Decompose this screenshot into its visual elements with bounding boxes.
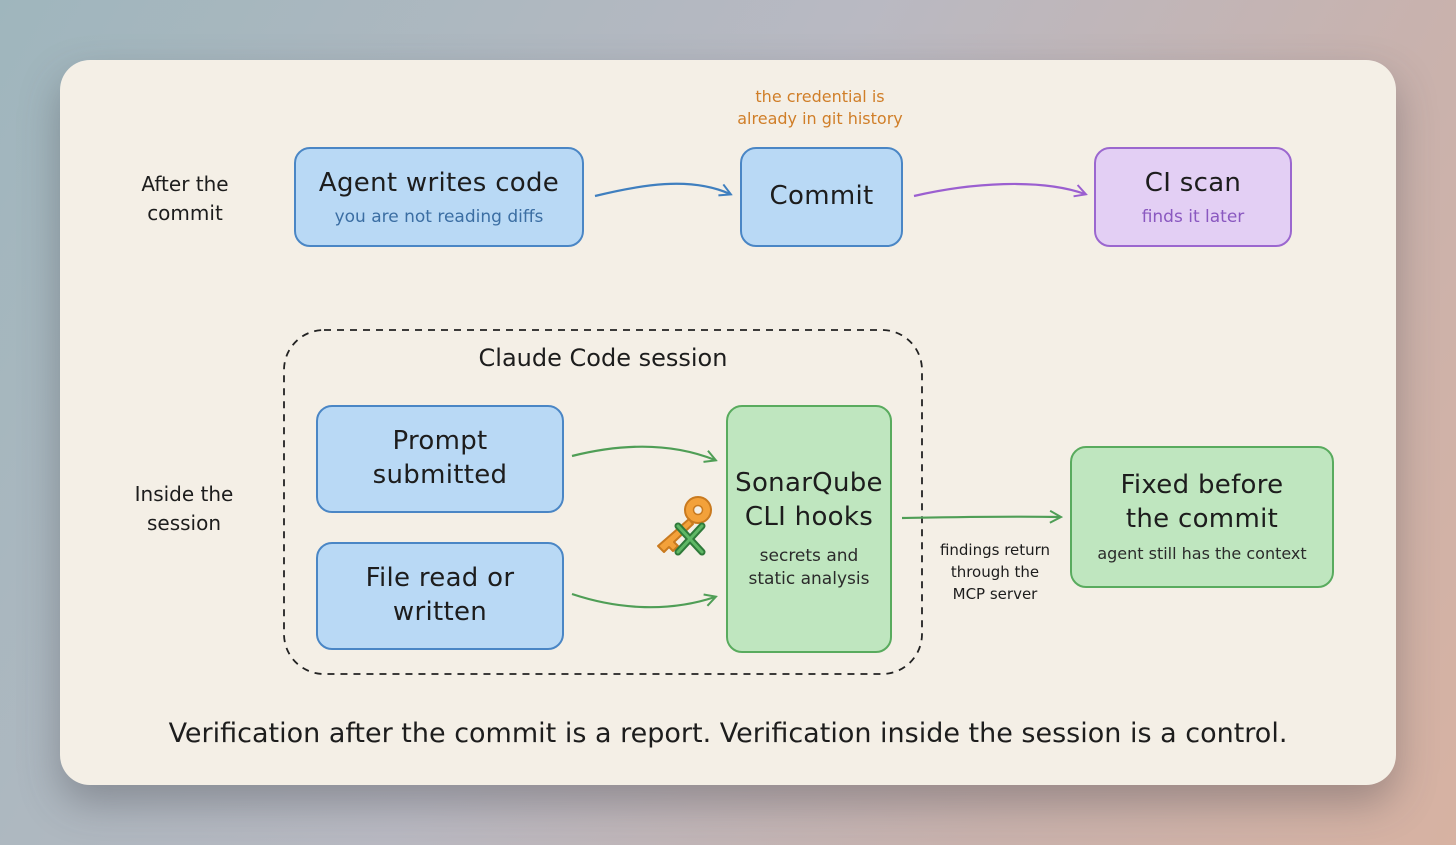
fixed-box-title: Fixed before the commit: [1120, 470, 1284, 535]
row-label-inside-session: Inside the session: [134, 482, 234, 535]
hooks-box-title: SonarQube CLI hooks: [735, 468, 883, 533]
diagram-caption: Verification after the commit is a repor…: [168, 718, 1288, 749]
sonarqube-hooks-box: SonarQube CLI hooks secrets and static a…: [726, 405, 892, 653]
file-read-written-box: File read or written: [316, 542, 564, 650]
row-label-after-commit: After the commit: [141, 172, 229, 225]
agent-box-subtitle: you are not reading diffs: [334, 206, 544, 227]
findings-note: findings return through the MCP server: [939, 541, 1051, 603]
fixed-box-subtitle: agent still has the context: [1097, 544, 1307, 563]
prompt-box-title: Prompt submitted: [372, 426, 508, 490]
key-icon: [657, 496, 712, 556]
ci-box-title: CI scan: [1144, 168, 1242, 199]
credential-note: the credential is already in git history: [737, 87, 903, 129]
commit-box: Commit: [740, 147, 903, 247]
fixed-before-commit-box: Fixed before the commit agent still has …: [1070, 446, 1334, 588]
ci-scan-box: CI scan finds it later: [1094, 147, 1292, 247]
ci-box-subtitle: finds it later: [1141, 206, 1245, 227]
hooks-box-subtitle: secrets and static analysis: [748, 545, 870, 589]
agent-writes-code-box: Agent writes code you are not reading di…: [294, 147, 584, 247]
prompt-submitted-box: Prompt submitted: [316, 405, 564, 513]
session-title: Claude Code session: [478, 344, 728, 372]
file-box-title: File read or written: [365, 563, 515, 627]
x-mark-icon: [674, 522, 706, 556]
commit-box-title: Commit: [769, 181, 874, 212]
agent-box-title: Agent writes code: [318, 168, 560, 199]
